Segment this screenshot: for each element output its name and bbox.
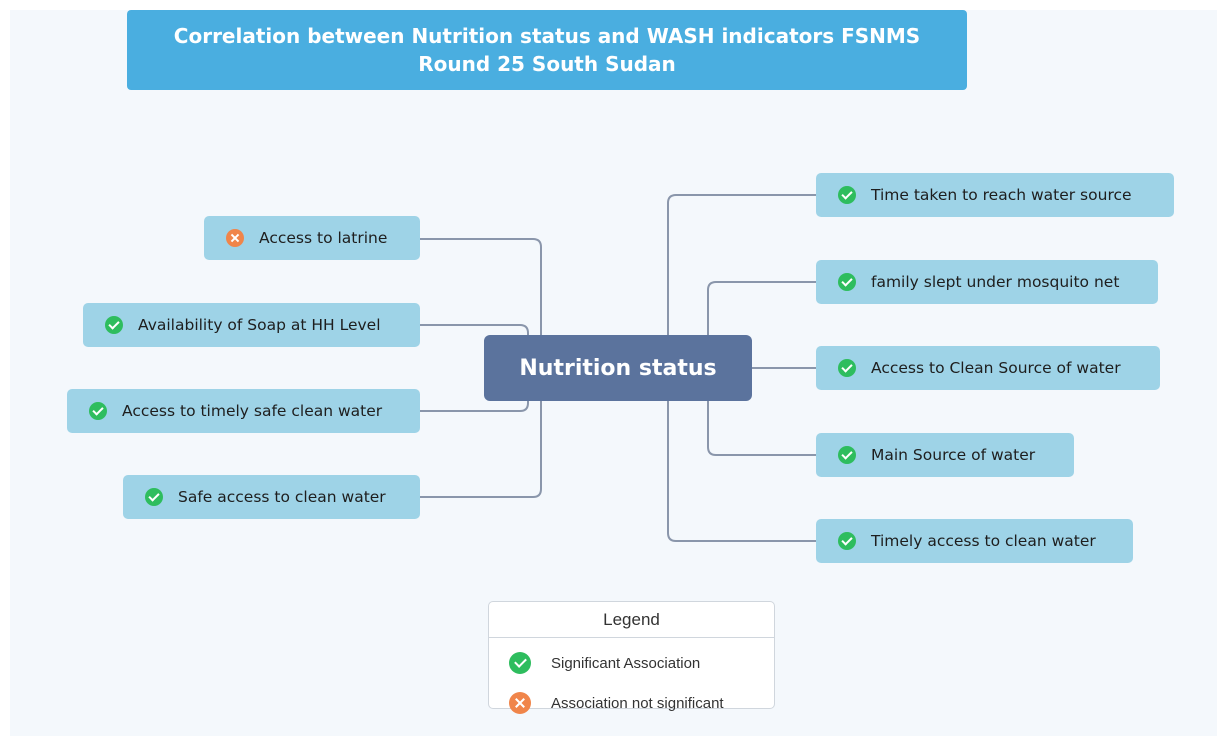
connector-timely-safe-water (420, 401, 529, 412)
connector-access-to-latrine (420, 238, 542, 335)
check-circle-icon (89, 402, 107, 420)
connector-timely-access (667, 401, 816, 542)
legend-item-label: Association not significant (551, 694, 724, 712)
diagram-title-line-2: Round 25 South Sudan (418, 52, 676, 76)
node-safe-access-water[interactable]: Safe access to clean water (123, 475, 420, 519)
connector-safe-access-water (420, 401, 542, 498)
legend-item-not-significant: Association not significant (509, 692, 724, 714)
check-circle-icon (509, 652, 531, 674)
node-clean-source[interactable]: Access to Clean Source of water (816, 346, 1160, 390)
check-circle-icon (838, 359, 856, 377)
connector-time-to-water-source (667, 194, 816, 335)
check-circle-icon (145, 488, 163, 506)
node-soap-availability[interactable]: Availability of Soap at HH Level (83, 303, 420, 347)
diagram-title-line-1: Correlation between Nutrition status and… (173, 24, 921, 48)
node-label: Main Source of water (871, 446, 1036, 464)
node-timely-safe-water[interactable]: Access to timely safe clean water (67, 389, 420, 433)
legend: Legend Significant Association Associati… (488, 601, 775, 714)
x-circle-icon (226, 229, 244, 247)
node-label: Availability of Soap at HH Level (138, 316, 381, 334)
diagram-title: Correlation between Nutrition status and… (127, 10, 967, 90)
node-label: family slept under mosquito net (871, 273, 1120, 291)
node-label: Time taken to reach water source (871, 186, 1132, 204)
check-circle-icon (838, 186, 856, 204)
check-circle-icon (838, 273, 856, 291)
legend-title: Legend (489, 602, 774, 638)
node-access-to-latrine[interactable]: Access to latrine (204, 216, 420, 260)
legend-item-label: Significant Association (551, 654, 701, 672)
x-circle-icon (509, 692, 531, 714)
check-circle-icon (838, 532, 856, 550)
check-circle-icon (838, 446, 856, 464)
central-node-label: Nutrition status (519, 355, 717, 381)
node-label: Access to Clean Source of water (871, 359, 1121, 377)
legend-item-significant: Significant Association (509, 652, 700, 674)
node-main-source[interactable]: Main Source of water (816, 433, 1074, 477)
node-label: Access to latrine (259, 229, 388, 247)
connector-mosquito-net (707, 281, 816, 335)
central-node[interactable]: Nutrition status (484, 335, 752, 401)
connector-main-source (707, 401, 816, 456)
node-label: Safe access to clean water (178, 488, 386, 506)
connector-soap-availability (420, 324, 529, 335)
check-circle-icon (105, 316, 123, 334)
node-time-to-water-source[interactable]: Time taken to reach water source (816, 173, 1174, 217)
node-label: Timely access to clean water (871, 532, 1096, 550)
node-timely-access[interactable]: Timely access to clean water (816, 519, 1133, 563)
node-mosquito-net[interactable]: family slept under mosquito net (816, 260, 1158, 304)
node-label: Access to timely safe clean water (122, 402, 383, 420)
